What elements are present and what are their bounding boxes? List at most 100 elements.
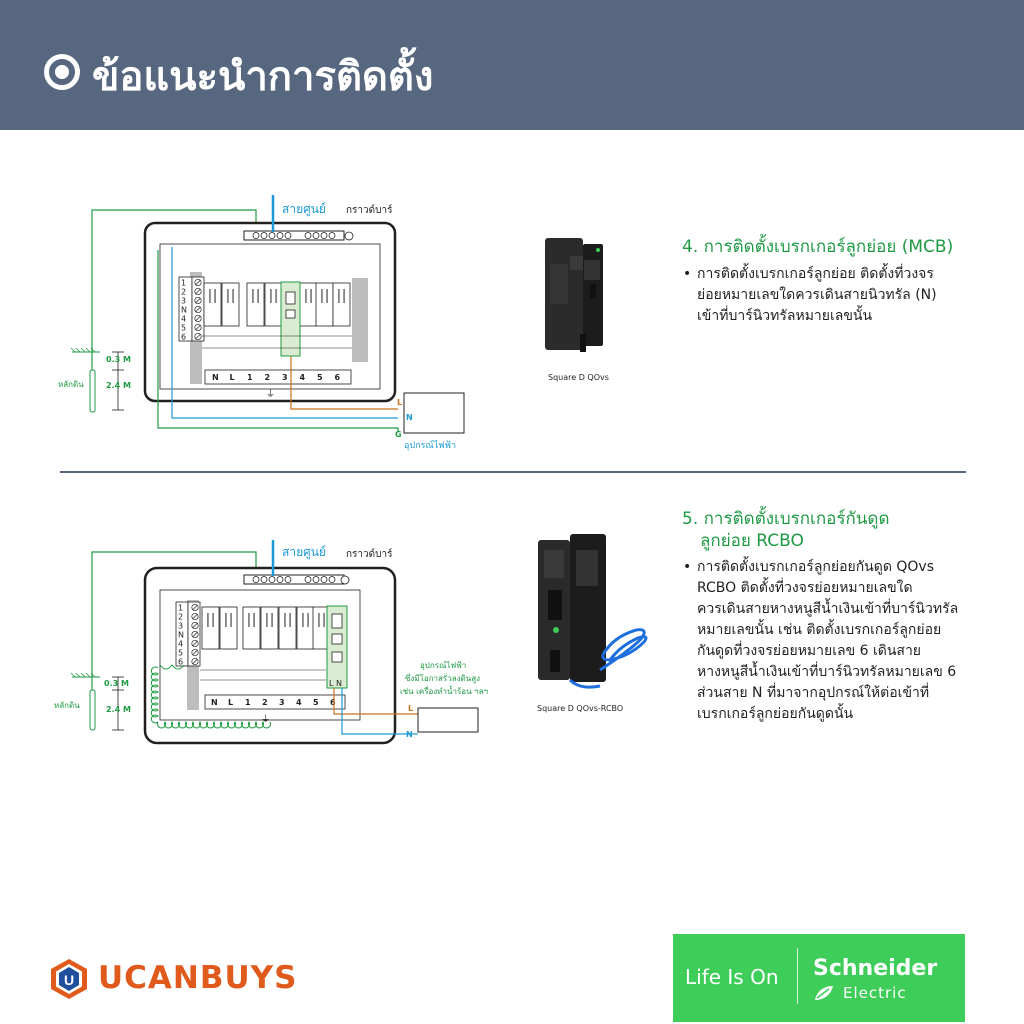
ucanbuys-logo: U UCANBUYS bbox=[48, 958, 318, 999]
breaker-module bbox=[221, 282, 240, 327]
depth-top-label: 0.3 M bbox=[104, 679, 129, 688]
neutral-label: สายศูนย์ bbox=[282, 202, 326, 217]
se-sub: Electric bbox=[843, 984, 907, 1002]
l-label: L bbox=[408, 704, 413, 713]
mcb-bullet: • การติดตั้งเบรกเกอร์ลูกย่อย ติดตั้งที่ว… bbox=[683, 264, 937, 327]
target-icon bbox=[44, 54, 80, 90]
n-label: N bbox=[406, 413, 413, 422]
top-busbar-screws bbox=[252, 576, 336, 583]
bottom-terminal-label: 2 bbox=[262, 698, 268, 707]
breaker-row bbox=[201, 606, 331, 650]
bottom-terminal-label: 1 bbox=[247, 373, 253, 382]
bottom-terminal-label: 6 bbox=[330, 698, 336, 707]
breaker-module bbox=[260, 606, 279, 650]
left-terminal-label: 3 bbox=[178, 622, 183, 631]
left-terminal-label: 2 bbox=[181, 288, 186, 297]
left-terminal-label: 2 bbox=[178, 613, 183, 622]
bottom-terminal-label: 6 bbox=[335, 373, 341, 382]
breaker-module bbox=[242, 606, 261, 650]
left-terminal-label: 4 bbox=[178, 640, 183, 649]
bottom-terminal-label: 5 bbox=[313, 698, 319, 707]
mcb-section-number: 4. bbox=[682, 237, 699, 257]
rcbo-bullet: • การติดตั้งเบรกเกอร์ลูกย่อยกันดูด QOvs … bbox=[683, 557, 959, 725]
breaker-row bbox=[203, 282, 351, 327]
bottom-terminal-label: L bbox=[230, 373, 235, 382]
breaker-module bbox=[299, 282, 318, 327]
rcbo-section-number: 5. bbox=[682, 509, 699, 529]
n-label: N bbox=[406, 730, 413, 739]
breaker-module bbox=[296, 606, 315, 650]
rcbo-bullet-line: หางหนูสีน้ำเงินเข้าที่บาร์นิวทรัลหมายเลข… bbox=[697, 664, 957, 680]
neutral-label: สายศูนย์ bbox=[282, 545, 326, 560]
coiled-ground-wire bbox=[159, 664, 185, 670]
ground-bar-label: กราวด์บาร์ bbox=[346, 548, 393, 560]
neutral-wire bbox=[171, 247, 398, 419]
breaker-module bbox=[219, 606, 238, 650]
left-terminal-label: 1 bbox=[178, 604, 183, 613]
left-terminal-label: 4 bbox=[181, 315, 186, 324]
mcb-product-photo bbox=[545, 238, 603, 352]
ground-rod-label: หลักดิน bbox=[54, 701, 80, 710]
breaker-module bbox=[315, 282, 334, 327]
rcbo-bullet-line: หมายเลขนั้น เช่น ติดตั้งเบรกเกอร์ลูกย่อย bbox=[697, 622, 942, 638]
rcbo-product-photo bbox=[538, 534, 648, 689]
rcbo-bullet-line: ควรเดินสายหางหนูสีน้ำเงินเข้าที่บาร์นิวท… bbox=[697, 601, 959, 617]
rcbo-ln-label: L N bbox=[329, 679, 342, 688]
page-title: ข้อแนะนำการติดตั้ง bbox=[92, 54, 434, 100]
note-line: อุปกรณ์ไฟฟ้า bbox=[420, 660, 466, 670]
se-leaf-icon bbox=[815, 986, 833, 1000]
electrical-device-box bbox=[417, 707, 479, 733]
ground-rod-label: หลักดิน bbox=[58, 380, 84, 389]
se-name: Schneider bbox=[813, 956, 938, 981]
ground-hatch bbox=[70, 672, 96, 678]
ground-rod bbox=[89, 369, 96, 413]
top-busbar-screws bbox=[252, 232, 336, 239]
device-label: อุปกรณ์ไฟฟ้า bbox=[404, 439, 456, 451]
left-terminal-label: N bbox=[181, 306, 187, 315]
depth-rod-label: 2.4 M bbox=[106, 705, 131, 714]
left-terminal-label: 3 bbox=[181, 297, 186, 306]
svg-text:U: U bbox=[64, 972, 74, 988]
bottom-terminal-label: 1 bbox=[245, 698, 251, 707]
rcbo-section-title: 5. การติดตั้งเบรกเกอร์กันดูด bbox=[682, 508, 890, 530]
l-label: L bbox=[397, 398, 402, 407]
mcb-bullet-line: ย่อยหมายเลขใดควรเดินสายนิวทรัล (N) bbox=[697, 287, 937, 303]
section-divider bbox=[60, 471, 966, 473]
bottom-terminal-label: 5 bbox=[317, 373, 323, 382]
bottom-terminal-label: 4 bbox=[296, 698, 302, 707]
rcbo-bullet-line: ส่วนสาย N ที่มาจากอุปกรณ์ให้ต่อเข้าที่ bbox=[697, 685, 930, 701]
schneider-logo: Life Is On Schneider Electric bbox=[673, 934, 965, 1022]
left-terminal-label: 5 bbox=[181, 324, 186, 333]
ground-bar-label: กราวด์บาร์ bbox=[346, 204, 393, 216]
rcbo-bullet-line: กันดูดที่วงจรย่อยหมายเลข 6 เดินสาย bbox=[697, 643, 922, 659]
ground-hatch bbox=[70, 347, 96, 353]
bottom-terminal-strip bbox=[204, 369, 352, 385]
left-terminal-label: N bbox=[178, 631, 184, 640]
right-rail bbox=[352, 278, 368, 362]
rcbo-product-caption: Square D QOvs-RCBO bbox=[537, 704, 624, 713]
electrical-device-box bbox=[403, 392, 465, 434]
ground-rod bbox=[89, 689, 96, 731]
breaker-module bbox=[246, 282, 265, 327]
breaker-module bbox=[264, 282, 283, 327]
se-tagline: Life Is On bbox=[685, 965, 779, 989]
rcbo-section-heading: การติดตั้งเบรกเกอร์กันดูด bbox=[703, 509, 890, 529]
left-terminal-label: 5 bbox=[178, 649, 183, 658]
ground-wire bbox=[91, 209, 257, 370]
note-line: เช่น เครื่องทำน้ำร้อน ฯลฯ bbox=[400, 685, 488, 696]
ground-mark: ⏚ bbox=[261, 714, 270, 725]
rcbo-section-title-line2: ลูกย่อย RCBO bbox=[700, 531, 804, 551]
header-bar: ข้อแนะนำการติดตั้ง bbox=[0, 0, 1024, 130]
g-label: G bbox=[395, 430, 402, 439]
bottom-terminal-label: L bbox=[228, 698, 233, 707]
mcb-section-title: 4. การติดตั้งเบรกเกอร์ลูกย่อย (MCB) bbox=[682, 236, 953, 258]
mcb-bullet-line: เข้าที่บาร์นิวทรัลหมายเลขนั้น bbox=[697, 308, 873, 324]
depth-rod-label: 2.4 M bbox=[106, 381, 131, 390]
se-separator bbox=[797, 948, 798, 1004]
rcbo-bullet-line: เบรกเกอร์ลูกย่อยกันดูดนั้น bbox=[697, 706, 854, 722]
top-busbar bbox=[243, 230, 345, 241]
breaker-module bbox=[278, 606, 297, 650]
ground-mark: ⏚ bbox=[266, 389, 275, 400]
line-wire bbox=[333, 688, 418, 715]
ucanbuys-badge-icon: U bbox=[51, 959, 87, 999]
